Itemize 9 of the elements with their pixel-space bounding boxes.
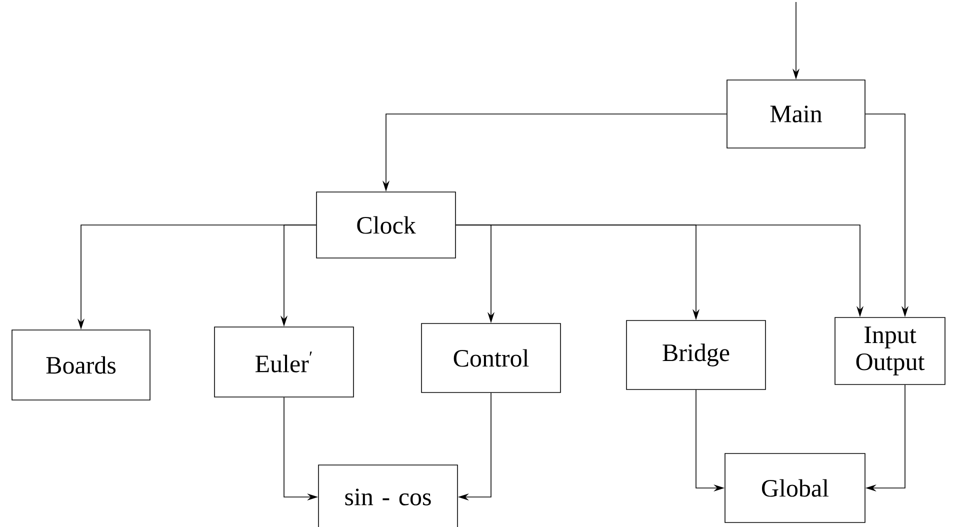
process-box: Euler$^{′}$ [214,326,354,398]
process-box: Clock [316,192,456,258]
process-box: Main [726,80,866,148]
process-box: Control [421,323,561,393]
process-box: Input Output [834,317,946,385]
process-box: Boards [12,330,150,400]
process-box: Global [724,453,866,523]
process-box: sin - cos [318,464,458,527]
process-box: Bridge [626,320,766,390]
